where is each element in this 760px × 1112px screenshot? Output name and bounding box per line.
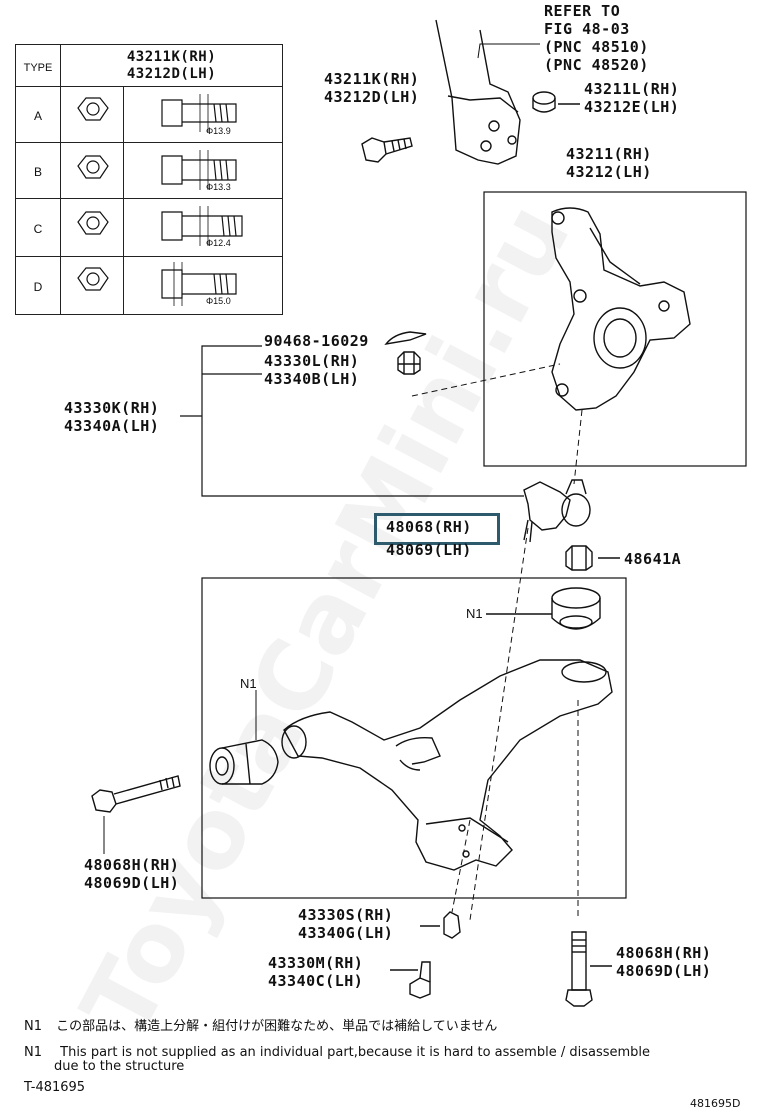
bolt-bottom-rh: 43330M(RH): [268, 954, 364, 972]
refer-line-2: FIG 48-03: [544, 20, 630, 38]
label-arm-rh: 48068(RH): [386, 518, 472, 536]
knuckle-box: [483, 191, 747, 467]
lower-arm-box: [201, 577, 627, 899]
bolt-left: [91, 775, 181, 854]
castle-nut: [397, 351, 421, 375]
nut-top-lh: 43212E(LH): [584, 98, 680, 116]
nut-top-rh: 43211L(RH): [584, 80, 680, 98]
ball-joint-bracket: [201, 345, 524, 497]
label-bolt-bottom: 43330M(RH) 43340C(LH): [268, 954, 363, 990]
refer-line-1: REFER TO: [544, 2, 621, 20]
nut-bottom-lh: 43340G(LH): [298, 924, 394, 942]
strut-shape: [435, 19, 521, 165]
knuckle-shape: [551, 207, 691, 411]
label-ball-joint: 43330K(RH) 43340A(LH): [64, 399, 159, 435]
dim-c: Φ12.4: [206, 238, 231, 248]
knuckle-lh: 43212(LH): [566, 163, 652, 181]
bolt-bottom: [390, 961, 431, 999]
bolt-right-lh: 48069D(LH): [616, 962, 712, 980]
top-nut: [532, 91, 580, 113]
label-bolt-right: 48068H(RH) 48069D(LH): [616, 944, 711, 980]
top-bolt: [361, 137, 413, 163]
label-n1-left: N1: [240, 676, 257, 691]
label-nut-bottom: 43330S(RH) 43340G(LH): [298, 906, 393, 942]
bolt-right-rh: 48068H(RH): [616, 944, 712, 962]
label-cotter-pin: 90468-16029: [264, 332, 369, 350]
ball-joint-rh: 43330K(RH): [64, 399, 160, 417]
type-row-a: A: [33, 109, 42, 123]
note-en-prefix: N1: [24, 1045, 42, 1060]
castle-nut-lh: 43340B(LH): [264, 370, 360, 388]
nut-bottom-rh: 43330S(RH): [298, 906, 394, 924]
footer-right-code: 481695D: [690, 1097, 741, 1110]
note-jp-text: この部品は、構造上分解・組付けが困難なため、単品では補給していません: [56, 1019, 498, 1034]
bolt-top-lh: 43212D(LH): [324, 88, 420, 106]
ball-joint-shape: [523, 479, 591, 543]
castle-nut-rh: 43330L(RH): [264, 352, 360, 370]
knuckle-rh: 43211(RH): [566, 145, 652, 163]
note-jp-prefix: N1: [24, 1019, 42, 1034]
note-en-line-1: This part is not supplied as an individu…: [60, 1045, 651, 1060]
bushing-left: [209, 690, 279, 785]
bolt-right: [565, 931, 612, 1007]
bolt-bottom-lh: 43340C(LH): [268, 972, 364, 990]
nut-48641a: [565, 545, 620, 571]
type-header-part-rh: 43211K(RH): [126, 48, 217, 65]
type-row-c: C: [33, 222, 43, 236]
bolt-top-rh: 43211K(RH): [324, 70, 420, 88]
bolt-left-rh: 48068H(RH): [84, 856, 180, 874]
refer-line-4: (PNC 48520): [544, 56, 649, 74]
label-castle-nut: 43330L(RH) 43340B(LH): [264, 352, 359, 388]
refer-label: REFER TO FIG 48-03 (PNC 48510) (PNC 4852…: [544, 2, 649, 74]
highlight-box: [374, 513, 500, 545]
label-nut-top: 43211L(RH) 43212E(LH): [584, 80, 679, 116]
label-bolt-top: 43211K(RH) 43212D(LH): [324, 70, 419, 106]
dim-a: Φ13.9: [206, 126, 231, 136]
type-table: TYPE 43211K(RH) 43212D(LH) A B C D: [15, 44, 283, 315]
type-header-label: TYPE: [23, 62, 53, 74]
note-en-line-2: due to the structure: [54, 1059, 185, 1074]
type-row-d: D: [33, 280, 43, 294]
label-n1-right: N1: [466, 606, 483, 621]
type-header-part-lh: 43212D(LH): [126, 65, 217, 82]
dim-b: Φ13.3: [206, 182, 231, 192]
label-bolt-left: 48068H(RH) 48069D(LH): [84, 856, 179, 892]
nut-bottom: [420, 911, 461, 939]
lower-arm-shape: [281, 659, 613, 871]
note-jp: N1 この部品は、構造上分解・組付けが困難なため、単品では補給していません: [24, 1019, 497, 1034]
bushing-right: [486, 587, 601, 630]
note-en: N1 This part is not supplied as an indiv…: [24, 1045, 650, 1060]
refer-line-3: (PNC 48510): [544, 38, 649, 56]
dim-d: Φ15.0: [206, 296, 231, 306]
label-nut-48641a: 48641A: [624, 550, 682, 568]
ball-joint-lh: 43340A(LH): [64, 417, 160, 435]
label-knuckle: 43211(RH) 43212(LH): [566, 145, 652, 181]
bolt-left-lh: 48069D(LH): [84, 874, 180, 892]
type-row-b: B: [33, 165, 42, 179]
footer-left-code: T-481695: [24, 1080, 86, 1095]
cotter-pin: [384, 331, 427, 345]
label-arm-lh: 48069(LH): [386, 541, 472, 559]
